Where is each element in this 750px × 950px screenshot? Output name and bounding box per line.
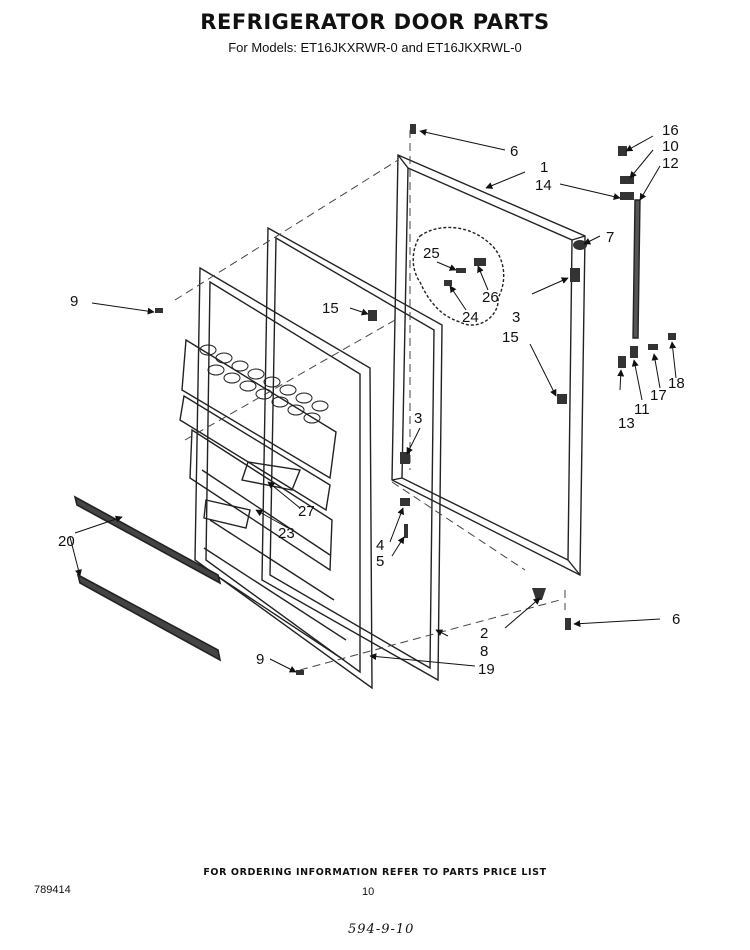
callout-3-left: 3 — [414, 410, 422, 427]
callout-13: 13 — [618, 415, 635, 432]
callout-7: 7 — [606, 229, 614, 246]
model-subtitle: For Models: ET16JKXRWR-0 and ET16JKXRWL-… — [228, 40, 522, 55]
hinge-pin — [632, 199, 641, 339]
callout-2: 2 — [480, 625, 488, 642]
callout-12: 12 — [662, 155, 679, 172]
callout-6-bottom: 6 — [672, 611, 680, 628]
projection-lines — [174, 130, 566, 671]
detail-cutaway — [412, 226, 505, 326]
callout-1: 1 — [540, 159, 548, 176]
callout-20: 20 — [58, 533, 75, 550]
callout-6-top: 6 — [510, 143, 518, 160]
hardware-parts — [155, 124, 676, 675]
document-number: 789414 — [34, 884, 71, 896]
callout-18: 18 — [668, 375, 685, 392]
callout-15-right: 15 — [502, 329, 519, 346]
ordering-note: FOR ORDERING INFORMATION REFER TO PARTS … — [203, 867, 547, 878]
callout-24: 24 — [462, 309, 479, 326]
callout-15-left: 15 — [322, 300, 339, 317]
callout-10: 10 — [662, 138, 679, 155]
callout-4: 4 — [376, 537, 384, 554]
page-title: REFRIGERATOR DOOR PARTS — [200, 10, 550, 34]
callout-14: 14 — [535, 177, 552, 194]
callout-11: 11 — [634, 401, 650, 418]
egg-tray-wells — [199, 344, 329, 424]
door-gasket — [261, 226, 443, 682]
callout-8: 8 — [480, 643, 488, 660]
page-number: 10 — [362, 886, 375, 898]
callout-23: 23 — [278, 525, 295, 542]
callout-9-top: 9 — [70, 293, 78, 310]
callout-27: 27 — [298, 503, 315, 520]
callout-9-bottom: 9 — [256, 651, 264, 668]
callout-5: 5 — [376, 553, 384, 570]
handwritten-note: 594-9-10 — [348, 922, 415, 937]
callout-3-right: 3 — [512, 309, 520, 326]
outer-door-panel — [391, 153, 586, 577]
callout-26: 26 — [482, 289, 499, 306]
callout-19: 19 — [478, 661, 495, 678]
callout-17: 17 — [650, 387, 667, 404]
leader-lines — [69, 128, 677, 673]
callout-25: 25 — [423, 245, 440, 262]
shelf-bars — [73, 495, 222, 662]
door-liner — [179, 266, 373, 690]
callout-16: 16 — [662, 122, 679, 139]
